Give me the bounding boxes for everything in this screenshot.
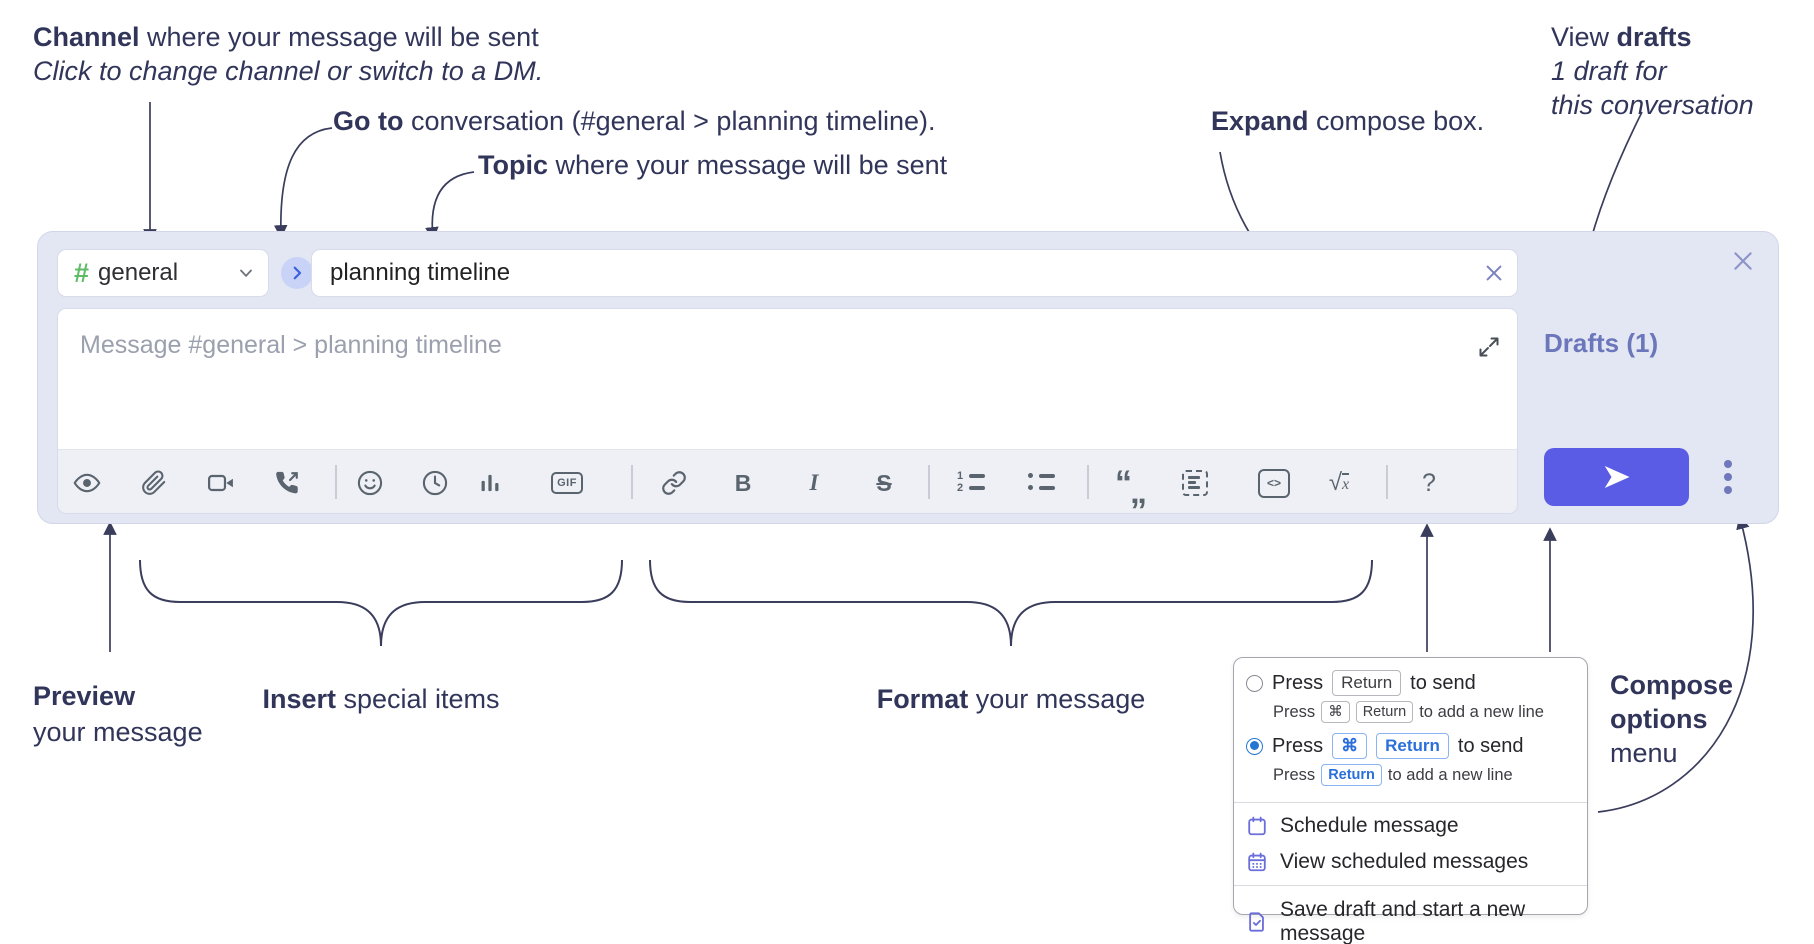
- toolbar-divider: [1087, 465, 1089, 499]
- math-icon: √: [1328, 469, 1343, 496]
- phone-outgoing-icon: [276, 471, 298, 494]
- close-compose-button[interactable]: [1728, 246, 1758, 276]
- emoji-button[interactable]: [348, 461, 392, 505]
- annotation-channel: Channel where your message will be sent …: [33, 22, 544, 86]
- quote-icon: “: [1115, 464, 1132, 502]
- go-to-conversation-button[interactable]: [281, 257, 313, 289]
- code-icon: <>: [1258, 468, 1290, 498]
- annotation-format: Format your message: [876, 684, 1146, 714]
- toolbar-divider: [1386, 465, 1388, 499]
- quote-icon: „: [1130, 473, 1147, 511]
- menu-item-schedule-message[interactable]: Schedule message: [1234, 808, 1587, 844]
- radio-selected-icon[interactable]: [1246, 737, 1263, 755]
- quote-button[interactable]: “ „: [1108, 461, 1152, 511]
- clock-icon: [422, 470, 448, 496]
- menu-item-save-draft[interactable]: Save draft and start a new message: [1234, 892, 1587, 944]
- eye-icon: [73, 473, 101, 493]
- message-input[interactable]: Message #general > planning timeline: [58, 309, 1517, 449]
- bar-chart-icon: [481, 474, 499, 492]
- annotation-expand: Expand compose box.: [1211, 106, 1485, 136]
- message-box: Message #general > planning timeline: [57, 308, 1518, 514]
- draft-check-icon: [1249, 912, 1264, 932]
- voice-call-button[interactable]: [265, 461, 309, 505]
- spoiler-button[interactable]: [1173, 461, 1217, 505]
- formatting-help-button[interactable]: ?: [1422, 468, 1436, 497]
- numbered-list-button[interactable]: 1 2: [949, 461, 993, 505]
- clear-topic-button[interactable]: [1483, 262, 1505, 284]
- annotation-topic: Topic where your message will be sent: [478, 150, 948, 180]
- topic-input-wrap: [311, 249, 1518, 297]
- annotation-preview: Preview your message: [33, 681, 203, 747]
- bold-button[interactable]: B: [734, 469, 752, 496]
- video-camera-icon: [207, 474, 233, 492]
- annotation-goto: Go to conversation (#general > planning …: [333, 106, 936, 136]
- poll-button[interactable]: [468, 461, 512, 505]
- math-button[interactable]: √ x: [1328, 469, 1350, 496]
- video-call-button[interactable]: [199, 461, 243, 505]
- compose-box: # general Messag: [37, 231, 1779, 524]
- chevron-down-icon: [240, 269, 252, 277]
- numbered-list-icon: 1 2: [957, 471, 985, 495]
- paperclip-icon: [142, 470, 166, 495]
- annotation-drafts: View drafts 1 draft for this conversatio…: [1551, 22, 1754, 120]
- drafts-link[interactable]: Drafts (1): [1544, 328, 1659, 358]
- vertical-dots-icon: [1724, 460, 1732, 468]
- calendar-icon: [1248, 816, 1266, 836]
- annotation-insert: Insert special items: [262, 684, 500, 714]
- smiley-icon: [357, 470, 383, 496]
- close-icon: [1734, 252, 1752, 270]
- code-button[interactable]: <>: [1252, 461, 1296, 505]
- spoiler-icon: [1182, 470, 1208, 496]
- preview-button[interactable]: [65, 461, 109, 505]
- calendar-dots-icon: [1248, 852, 1266, 872]
- topic-input[interactable]: [328, 258, 1483, 288]
- menu-item-view-scheduled[interactable]: View scheduled messages: [1234, 844, 1587, 880]
- expand-icon: [1479, 337, 1499, 357]
- toolbar-divider: [928, 465, 930, 499]
- strikethrough-button[interactable]: S: [876, 469, 892, 496]
- gif-icon: GIF: [551, 472, 583, 494]
- close-icon: [1486, 265, 1502, 281]
- menu-divider: [1234, 802, 1587, 803]
- message-placeholder: Message #general > planning timeline: [80, 331, 502, 359]
- radio-unselected-icon[interactable]: [1246, 674, 1263, 692]
- toolbar-divider: [631, 465, 633, 499]
- attach-file-button[interactable]: [132, 461, 176, 505]
- link-icon: [662, 471, 686, 495]
- time-button[interactable]: [413, 461, 457, 505]
- channel-name: general: [98, 259, 179, 286]
- send-icon: [1604, 466, 1629, 488]
- gif-button[interactable]: GIF: [545, 461, 589, 505]
- bulleted-list-icon: [1027, 471, 1055, 495]
- channel-hash-icon: #: [74, 257, 90, 288]
- compose-options-button[interactable]: [1706, 448, 1750, 506]
- send-button[interactable]: [1544, 448, 1689, 506]
- channel-selector[interactable]: # general: [57, 249, 269, 297]
- italic-button[interactable]: I: [809, 470, 819, 495]
- compose-toolbar: GIF B I S 1: [58, 449, 1517, 513]
- chevron-right-icon: [293, 266, 302, 280]
- expand-compose-button[interactable]: [1477, 335, 1501, 359]
- menu-divider: [1234, 885, 1587, 886]
- bulleted-list-button[interactable]: [1019, 461, 1063, 505]
- annotation-compose-options: Compose options menu: [1610, 670, 1734, 768]
- link-button[interactable]: [652, 461, 696, 505]
- toolbar-divider: [335, 465, 337, 499]
